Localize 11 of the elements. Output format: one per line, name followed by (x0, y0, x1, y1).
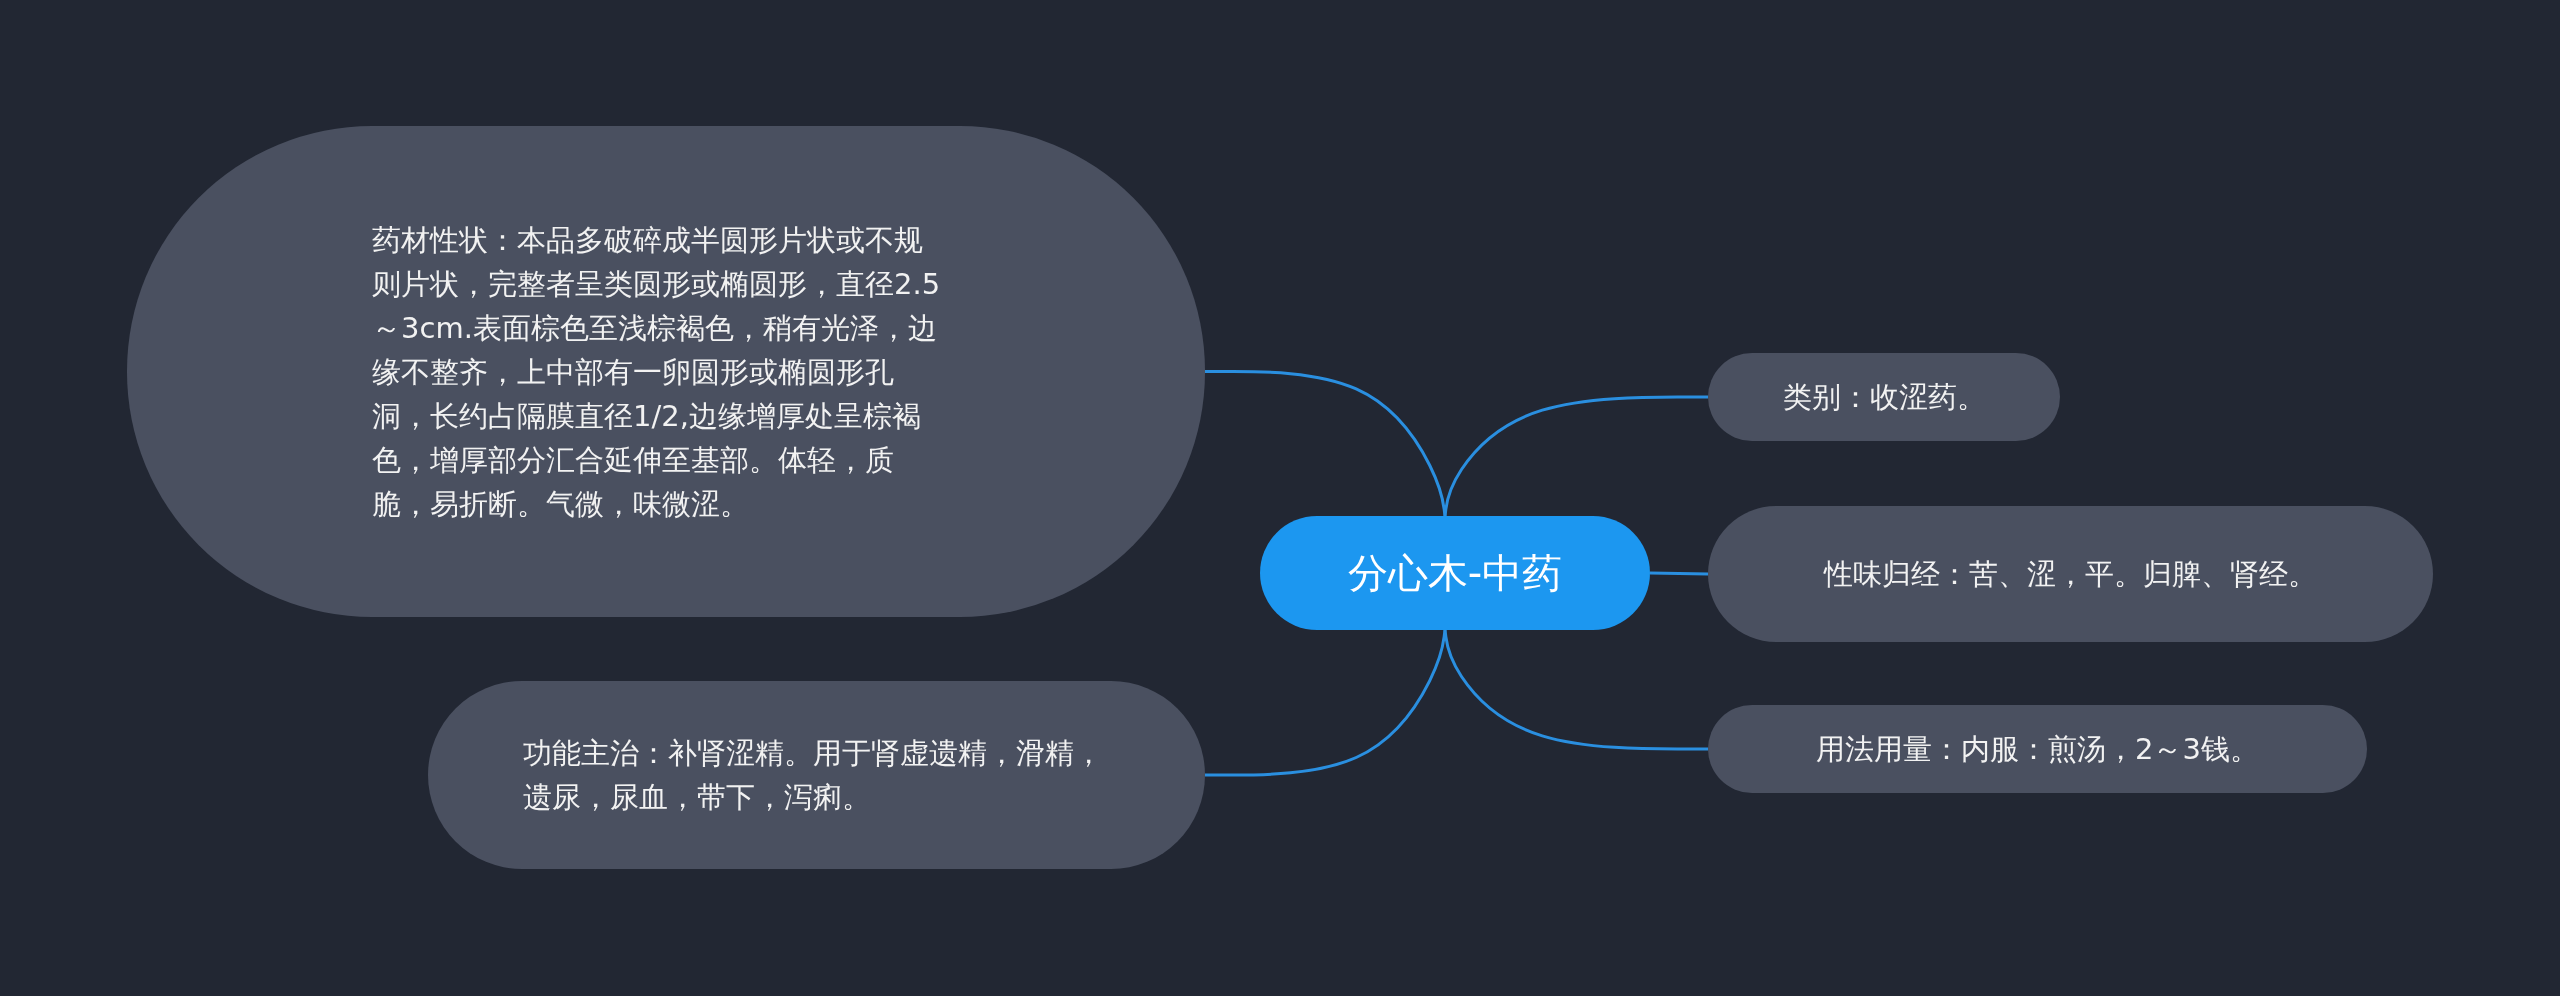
connector-line (1649, 571, 1709, 576)
topic-text: 功能主治：补肾涩精。用于肾虚遗精，滑精，遗尿，尿血，带下，泻痢。 (523, 735, 1104, 816)
connector-line (1205, 629, 1447, 777)
connector-line (1205, 370, 1447, 517)
connector-line (1443, 629, 1708, 751)
topic-text: 用法用量：内服：煎汤，2～3钱。 (1816, 731, 2259, 768)
topic-text: 药材性状：本品多破碎成半圆形片状或不规则片状，完整者呈类圆形或椭圆形，直径2.5～3cm.表面棕色至浅棕褐色，稍有光泽，边缘不整齐，上中部有一卵圆形或椭圆形孔洞，长约占隔膜直径1/2,边缘增厚处呈棕褐色，增厚部分汇合延伸至基部。体轻，质脆，易折断。气微，味微涩。 (372, 221, 942, 523)
topic-text: 分心木-中药 (1347, 551, 1563, 595)
topic-text: 性味归经：苦、涩，平。归脾、肾经。 (1824, 556, 2317, 593)
connector-line (1443, 395, 1708, 517)
topic-text: 类别：收涩药。 (1782, 379, 1986, 416)
